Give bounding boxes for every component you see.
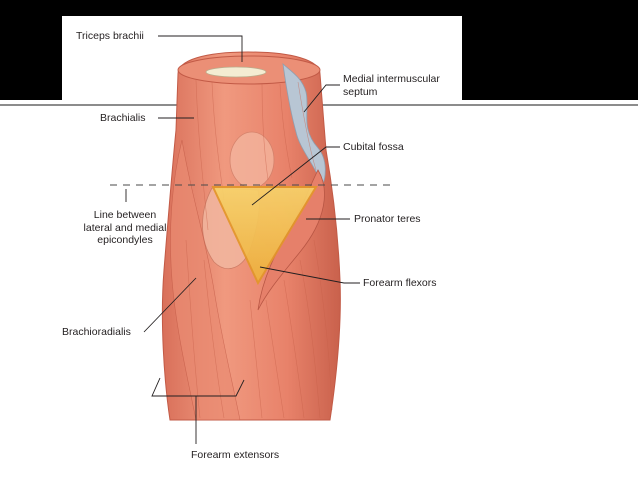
- leader-septum: [303, 84, 340, 113]
- label-medial-intermuscular-septum: Medial intermuscular septum: [343, 73, 440, 98]
- label-septum-line-1: Medial intermuscular: [343, 73, 440, 85]
- label-brachioradialis: Brachioradialis: [62, 326, 131, 338]
- leader-triceps: [158, 35, 243, 62]
- leader-lines: [125, 35, 360, 444]
- label-cubital-fossa: Cubital fossa: [343, 141, 404, 153]
- brachioradialis-shape: [170, 139, 241, 421]
- humerus-cut-section: [205, 66, 267, 78]
- slide-left-band: [0, 0, 62, 101]
- leader-cubital-fossa: [251, 146, 340, 206]
- label-epicondyles-line-2: lateral and medial: [83, 221, 167, 234]
- leader-brachioradialis: [143, 277, 197, 333]
- leader-forearm-extensors-bracket: [151, 377, 245, 397]
- label-line-between-epicondyles: Line between lateral and medial epicondy…: [60, 209, 190, 247]
- label-pronator-teres: Pronator teres: [354, 213, 421, 225]
- label-epicondyles-line-1: Line between: [93, 209, 157, 221]
- label-epicondyles-line-3: epicondyles: [97, 234, 153, 246]
- muscle-fibre-lines: [185, 79, 333, 419]
- label-forearm-flexors: Forearm flexors: [363, 277, 437, 289]
- biceps-tendon-shape: [229, 131, 275, 189]
- cubital-fossa-shape: [211, 186, 318, 286]
- label-triceps-brachii: Triceps brachii: [76, 30, 144, 42]
- label-septum-line-2: septum: [343, 85, 378, 98]
- leader-forearm-flexors: [259, 266, 360, 284]
- label-brachialis: Brachialis: [100, 112, 146, 124]
- slide-right-band: [462, 0, 638, 101]
- label-forearm-extensors: Forearm extensors: [191, 449, 280, 461]
